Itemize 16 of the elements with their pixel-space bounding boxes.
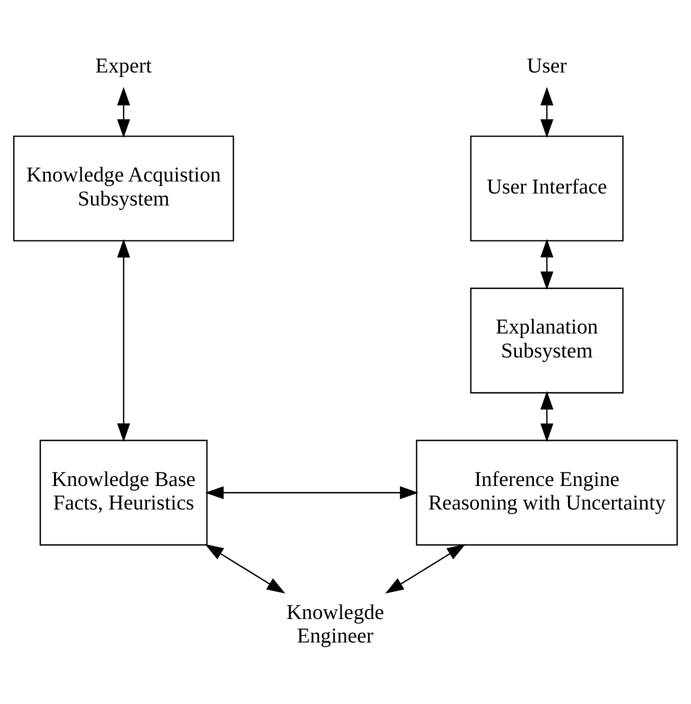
node-text: Knowlegde Engineer bbox=[286, 599, 384, 648]
arrow bbox=[204, 544, 286, 594]
node-box: Explanation Subsystem bbox=[470, 287, 624, 393]
arrow bbox=[540, 390, 554, 442]
node-box: Inference Engine Reasoning with Uncertainty bbox=[416, 439, 678, 546]
node-box: Knowledge Base Facts, Heuristics bbox=[40, 439, 208, 546]
node-text: User bbox=[526, 52, 567, 77]
node-box: Knowledge Acquistion Subsystem bbox=[13, 135, 234, 241]
arrow bbox=[117, 86, 130, 138]
node-text: Expert bbox=[95, 52, 152, 77]
arrow bbox=[117, 238, 130, 442]
arrow bbox=[205, 486, 418, 499]
arrow bbox=[540, 238, 554, 290]
arrow bbox=[540, 86, 554, 138]
node-box: User Interface bbox=[470, 135, 624, 241]
arrow bbox=[385, 544, 466, 594]
